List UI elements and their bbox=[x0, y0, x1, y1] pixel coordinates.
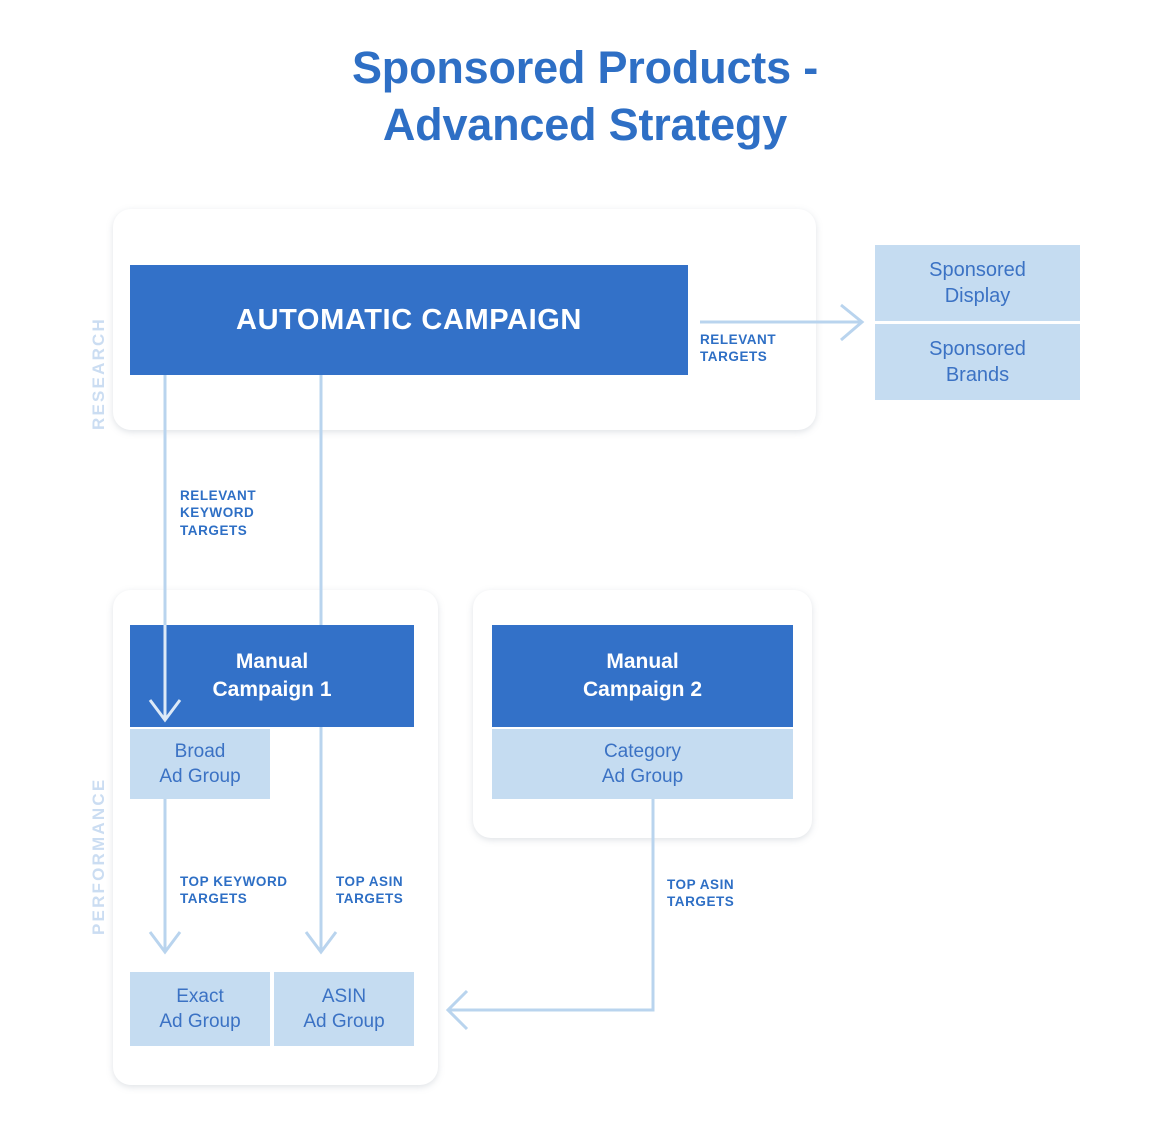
exact-ad-group-label: Exact Ad Group bbox=[159, 984, 240, 1034]
exact-ad-group-line-1: Exact bbox=[176, 985, 224, 1007]
manual-campaign-2-line-1: Manual bbox=[606, 650, 679, 674]
broad-ad-group-label: Broad Ad Group bbox=[159, 739, 240, 789]
sponsored-brands-line-2: Brands bbox=[945, 364, 1010, 386]
label-relevant-targets: RELEVANT TARGETS bbox=[700, 332, 777, 365]
manual-campaign-1-line-2: Campaign 1 bbox=[212, 678, 332, 701]
edge-category-to-asin-arrowhead bbox=[445, 989, 469, 1031]
category-ad-group-line-2: Ad Group bbox=[601, 766, 684, 787]
swimlane-label-performance: PERFORMANCE bbox=[89, 777, 108, 935]
label-top-keyword-targets: TOP KEYWORD TARGETS bbox=[180, 874, 288, 907]
sponsored-display-label: Sponsored Display bbox=[929, 257, 1026, 310]
sponsored-display-line-1: Sponsored bbox=[929, 258, 1026, 281]
page-title-line-1: Sponsored Products - bbox=[351, 42, 819, 93]
category-ad-group-label: Category Ad Group bbox=[602, 739, 683, 789]
asin-ad-group-line-1: ASIN bbox=[321, 985, 367, 1007]
exact-ad-group-box[interactable]: Exact Ad Group bbox=[130, 972, 270, 1046]
sponsored-brands-box[interactable]: Sponsored Brands bbox=[875, 324, 1080, 400]
swimlane-label-research: RESEARCH bbox=[89, 316, 108, 430]
category-ad-group-line-1: Category bbox=[603, 740, 682, 762]
broad-ad-group-line-1: Broad bbox=[174, 740, 226, 762]
manual-campaign-1-label: Manual Campaign 1 bbox=[212, 648, 331, 703]
category-ad-group-box[interactable]: Category Ad Group bbox=[492, 729, 793, 799]
page-title-line-2: Advanced Strategy bbox=[382, 98, 788, 150]
exact-ad-group-line-2: Ad Group bbox=[159, 1011, 241, 1032]
label-top-asin-targets-left: TOP ASIN TARGETS bbox=[336, 874, 404, 907]
asin-ad-group-box[interactable]: ASIN Ad Group bbox=[274, 972, 414, 1046]
broad-ad-group-line-2: Ad Group bbox=[159, 766, 241, 787]
label-top-asin-targets-right: TOP ASIN TARGETS bbox=[667, 877, 735, 910]
edge-auto-to-sponsored-arrowhead bbox=[840, 303, 865, 342]
sponsored-display-line-2: Display bbox=[944, 285, 1011, 307]
manual-campaign-1-line-1: Manual bbox=[235, 650, 309, 674]
manual-campaign-2-line-2: Campaign 2 bbox=[582, 678, 703, 701]
label-relevant-keyword-targets: RELEVANT KEYWORD TARGETS bbox=[180, 488, 257, 538]
automatic-campaign-label: AUTOMATIC CAMPAIGN bbox=[236, 303, 582, 336]
asin-ad-group-label: ASIN Ad Group bbox=[303, 984, 384, 1034]
broad-ad-group-box[interactable]: Broad Ad Group bbox=[130, 729, 270, 799]
sponsored-brands-line-1: Sponsored bbox=[929, 337, 1026, 360]
manual-campaign-2-box[interactable]: Manual Campaign 2 bbox=[492, 625, 793, 727]
manual-campaign-1-box[interactable]: Manual Campaign 1 bbox=[130, 625, 414, 727]
sponsored-display-box[interactable]: Sponsored Display bbox=[875, 245, 1080, 321]
sponsored-brands-label: Sponsored Brands bbox=[929, 336, 1026, 389]
manual-campaign-2-label: Manual Campaign 2 bbox=[583, 648, 702, 703]
page-title: Sponsored Products - Advanced Strategy bbox=[0, 40, 1170, 153]
asin-ad-group-line-2: Ad Group bbox=[303, 1011, 385, 1032]
automatic-campaign-box[interactable]: AUTOMATIC CAMPAIGN bbox=[130, 265, 688, 375]
